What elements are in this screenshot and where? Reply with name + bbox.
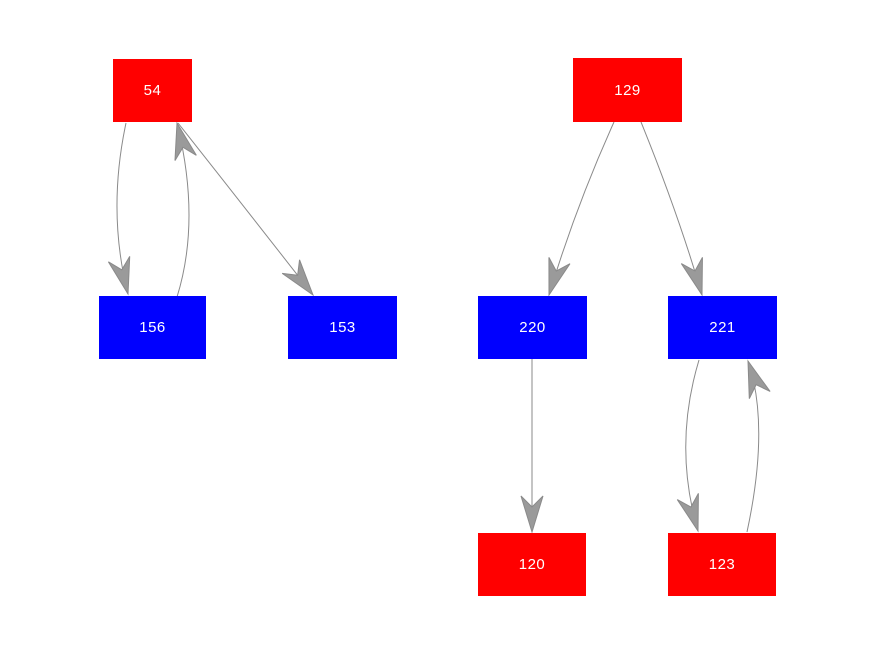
- arrowhead-129-220: [548, 257, 571, 297]
- arrowhead-221-123: [676, 493, 699, 533]
- edge-129-221: [640, 121, 703, 296]
- arrowhead-54-153: [281, 259, 315, 297]
- node-156: 156: [99, 296, 206, 359]
- edge-221-123: [685, 359, 700, 532]
- arrowhead-220-120: [520, 495, 544, 534]
- edge-156-54: [176, 122, 190, 298]
- node-label: 123: [708, 556, 736, 573]
- edge-54-156: [116, 122, 129, 295]
- edge-129-220: [548, 121, 615, 296]
- node-220: 220: [478, 296, 587, 359]
- node-label: 120: [518, 556, 546, 573]
- node-54: 54: [113, 59, 192, 122]
- node-label: 54: [143, 82, 162, 99]
- edge-54-153: [177, 122, 314, 296]
- node-129: 129: [573, 58, 682, 122]
- node-123: 123: [668, 533, 776, 596]
- arrowhead-156-54: [174, 121, 197, 161]
- node-label: 129: [614, 81, 641, 99]
- node-120: 120: [478, 533, 586, 596]
- node-label: 153: [329, 319, 356, 336]
- edge-123-221: [746, 360, 760, 533]
- arrowhead-54-156: [107, 256, 131, 296]
- arrowhead-123-221: [747, 359, 771, 399]
- node-label: 156: [139, 319, 166, 336]
- arrowhead-129-221: [680, 257, 703, 297]
- node-label: 221: [709, 319, 736, 336]
- node-221: 221: [668, 296, 777, 359]
- node-label: 220: [519, 319, 546, 336]
- node-153: 153: [288, 296, 397, 359]
